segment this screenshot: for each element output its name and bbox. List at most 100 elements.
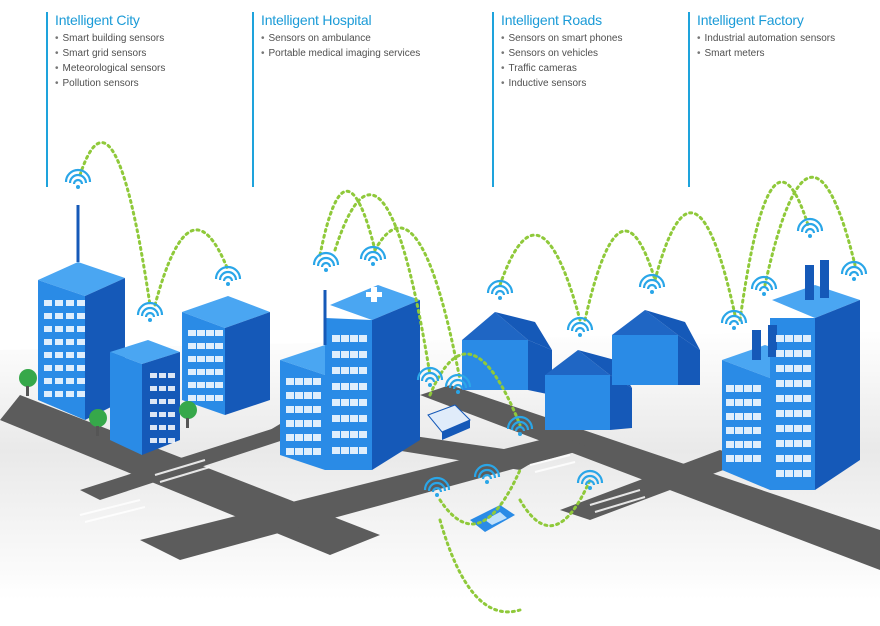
window [794,395,802,402]
window [753,399,761,406]
window [197,382,205,388]
window [776,365,784,372]
window [215,382,223,388]
window [206,382,214,388]
list-item: Sensors on smart phones [501,31,623,46]
window [341,351,349,358]
window [726,385,734,392]
window [206,330,214,336]
window [77,391,85,397]
window [286,406,294,413]
window [66,391,74,397]
wireless-link [318,189,377,257]
wireless-link [653,211,737,317]
window [188,356,196,362]
wireless-link [438,518,522,614]
window [785,350,793,357]
window [168,399,175,404]
window [341,399,349,406]
window [341,383,349,390]
category-title: Intelligent Roads [501,12,602,28]
wireless-link [333,193,432,377]
wireless-link [518,478,592,528]
window [785,440,793,447]
list-item: Meteorological sensors [55,61,166,76]
window [206,356,214,362]
house-right [612,310,700,385]
window [197,330,205,336]
window [726,399,734,406]
window [295,406,303,413]
window [55,313,63,319]
wireless-links [78,141,857,614]
wifi-icon [312,251,340,272]
window [359,431,367,438]
window [313,406,321,413]
window [735,413,743,420]
window [304,378,312,385]
window [744,455,752,462]
window [313,434,321,441]
window [197,343,205,349]
window [44,326,52,332]
window [77,339,85,345]
window [66,378,74,384]
window [785,410,793,417]
wifi-icon [423,476,451,497]
window [776,470,784,477]
window [286,434,294,441]
window [332,399,340,406]
window [794,410,802,417]
wireless-link [428,352,522,427]
window [295,420,303,427]
window [295,434,303,441]
window [286,420,294,427]
trees [19,369,197,436]
wifi-icon [638,273,666,294]
wifi-icon [214,265,242,286]
window [350,383,358,390]
window [304,392,312,399]
window [159,438,166,443]
window [304,420,312,427]
window [735,441,743,448]
window [313,448,321,455]
window [332,415,340,422]
window [168,438,175,443]
category-title: Intelligent Hospital [261,12,372,28]
window [803,395,811,402]
window [44,352,52,358]
window [794,350,802,357]
window [350,447,358,454]
window [794,365,802,372]
window [66,352,74,358]
window [168,412,175,417]
window [341,447,349,454]
window [753,427,761,434]
window [188,369,196,375]
building-windows [44,300,811,477]
window [776,395,784,402]
window [150,425,157,430]
list-item: Smart meters [697,46,835,61]
wifi-icon [796,217,824,238]
ambulance [427,404,471,440]
window [776,335,784,342]
wireless-link [153,228,230,307]
crosswalks [79,454,646,523]
category-intelligent-roads: Intelligent Roads Sensors on smart phone… [492,12,622,187]
window [44,300,52,306]
wifi-icon [444,373,472,394]
window [341,431,349,438]
list-item: Smart building sensors [55,31,165,46]
window [66,300,74,306]
window [150,438,157,443]
window [55,339,63,345]
window [785,425,793,432]
window [744,385,752,392]
window [77,352,85,358]
window [150,386,157,391]
window [159,373,166,378]
window [350,351,358,358]
